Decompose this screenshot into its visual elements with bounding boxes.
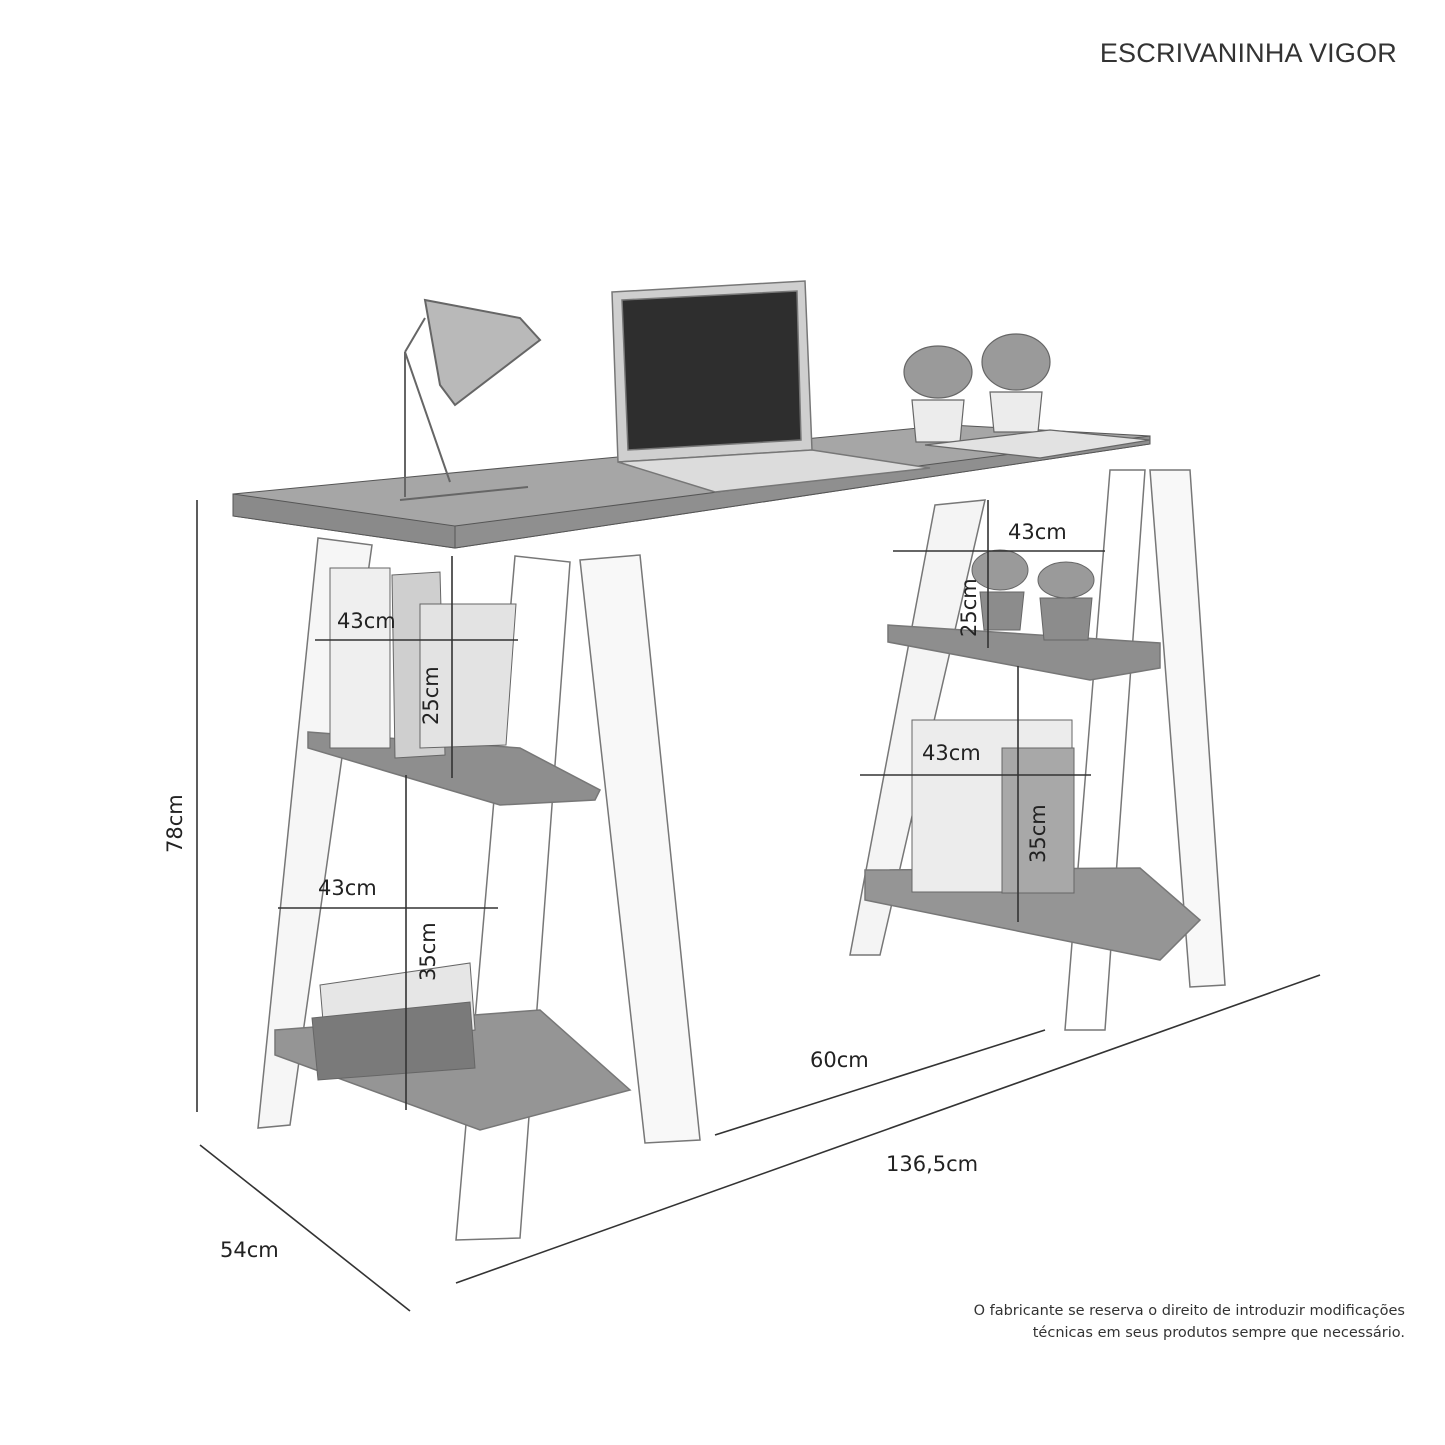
right-books bbox=[911, 549, 1095, 894]
disclaimer-line-2: técnicas em seus produtos sempre que nec… bbox=[1032, 1325, 1405, 1341]
left-upper-height-label: 25cm bbox=[419, 666, 443, 725]
leg-gap-label: 60cm bbox=[810, 1048, 869, 1072]
disclaimer-line-1: O fabricante se reserva o direito de int… bbox=[973, 1303, 1405, 1319]
right-upper-height-label: 25cm bbox=[957, 578, 981, 637]
product-title: ESCRIVANINHA VIGOR bbox=[1099, 38, 1397, 68]
left-lower-height-label: 35cm bbox=[416, 922, 440, 981]
desk-lamp bbox=[399, 298, 542, 501]
left-lower-width-label: 43cm bbox=[318, 876, 377, 900]
disclaimer-note: O fabricante se reserva o direito de int… bbox=[845, 1300, 1405, 1344]
top-plants bbox=[903, 333, 1151, 459]
left-lower-books bbox=[311, 962, 476, 1081]
depth-label: 54cm bbox=[220, 1238, 279, 1262]
right-upper-width-label: 43cm bbox=[1008, 520, 1067, 544]
left-upper-width-label: 43cm bbox=[337, 609, 396, 633]
width-label: 136,5cm bbox=[886, 1152, 979, 1176]
right-lower-height-label: 35cm bbox=[1026, 804, 1050, 863]
depth-line bbox=[199, 1144, 411, 1312]
right-lower-width-label: 43cm bbox=[922, 741, 981, 765]
desk-top bbox=[232, 424, 1151, 549]
width-line bbox=[455, 974, 1321, 1284]
height-label: 78cm bbox=[163, 794, 187, 853]
dimension-lines bbox=[196, 500, 1321, 1312]
leg-gap-line bbox=[714, 1029, 1046, 1136]
laptop bbox=[611, 280, 931, 493]
left-upper-books bbox=[329, 567, 517, 759]
